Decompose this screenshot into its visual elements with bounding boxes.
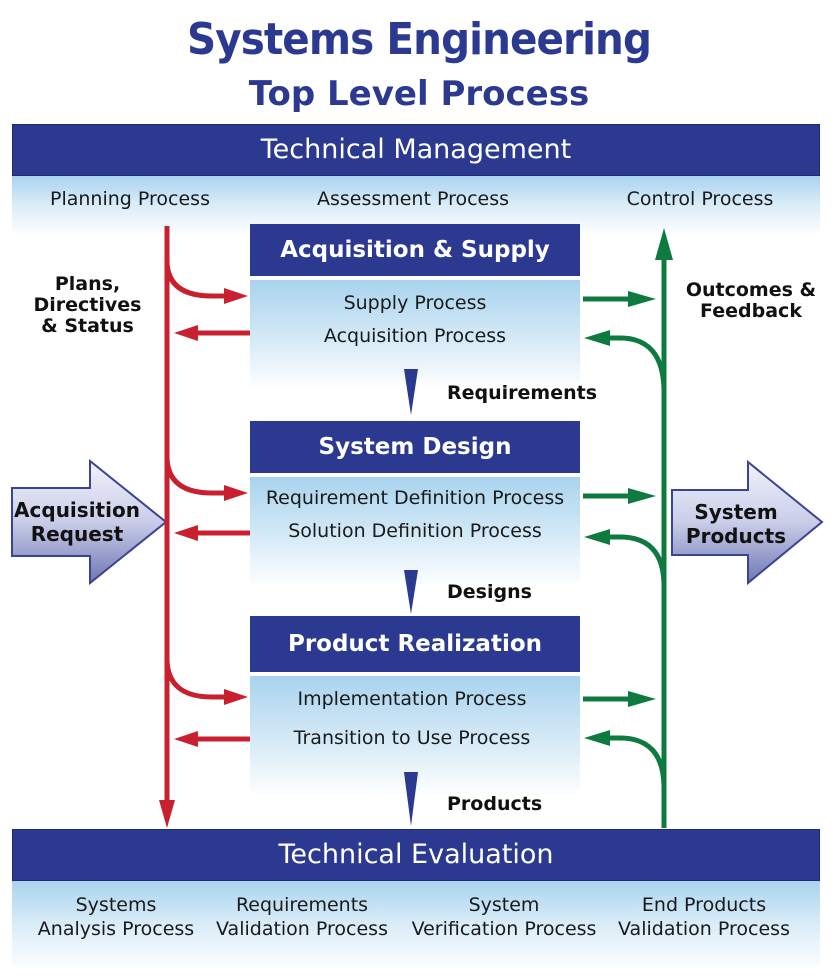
acquisition-supply-header: Acquisition & Supply [250, 224, 580, 276]
green-left-arrowhead [584, 730, 610, 746]
red-left-arrowhead [174, 731, 198, 747]
requirement-definition-process-label: Requirement Definition Process [265, 487, 565, 509]
plans-directives-status-label: Plans, Directives & Status [33, 273, 142, 337]
red-down-arrowhead [159, 800, 175, 828]
green-left-arrowhead [584, 529, 610, 545]
red-right-arrowhead [224, 485, 248, 501]
requirements-label: Requirements [447, 382, 598, 404]
green-feedback-arrows [583, 260, 667, 828]
designs-label: Designs [447, 581, 532, 603]
designs-down-pointer [404, 570, 418, 614]
diagram-subtitle: Top Level Process [248, 74, 590, 114]
green-left-arrowhead [584, 330, 610, 346]
red-left-arrowhead [174, 325, 198, 341]
products-down-pointer [404, 772, 418, 826]
red-right-arrowhead [224, 689, 248, 705]
red-left-arrowhead [174, 525, 198, 541]
system-design-body [250, 477, 580, 587]
green-right-arrowhead [628, 488, 656, 504]
system-products-arrow [671, 459, 824, 586]
acquisition-process-label: Acquisition Process [323, 325, 507, 347]
system-design-header: System Design [250, 421, 580, 473]
systems-analysis-process-label: Systems Analysis Process [37, 894, 195, 940]
assessment-process-label: Assessment Process [316, 188, 510, 210]
implementation-process-label: Implementation Process [297, 688, 527, 710]
diagram-title: Systems Engineering [186, 14, 652, 65]
supply-process-label: Supply Process [343, 292, 487, 314]
planning-process-label: Planning Process [50, 188, 210, 210]
system-verification-process-label: System Verification Process [411, 894, 597, 940]
requirements-validation-process-label: Requirements Validation Process [216, 894, 388, 940]
technical-evaluation-band: Technical Evaluation [12, 829, 820, 881]
transition-to-use-process-label: Transition to Use Process [293, 727, 531, 749]
red-right-arrowhead [224, 288, 248, 304]
green-right-arrowhead [628, 291, 656, 307]
technical-evaluation-fade [12, 881, 820, 971]
technical-management-band: Technical Management [12, 124, 820, 176]
system-products-label: System Products [685, 500, 787, 548]
outcomes-feedback-label: Outcomes & Feedback [685, 279, 817, 322]
acquisition-request-label: Acquisition Request [14, 498, 140, 546]
red-control-arrows [164, 226, 250, 810]
product-realization-header: Product Realization [250, 616, 580, 672]
products-label: Products [447, 793, 543, 815]
control-process-label: Control Process [626, 188, 774, 210]
acquisition-request-arrow [11, 458, 168, 586]
green-up-arrowhead [655, 228, 673, 260]
requirements-down-pointer [404, 369, 418, 415]
green-right-arrowhead [628, 691, 656, 707]
solution-definition-process-label: Solution Definition Process [288, 520, 542, 542]
end-products-validation-process-label: End Products Validation Process [618, 894, 790, 940]
